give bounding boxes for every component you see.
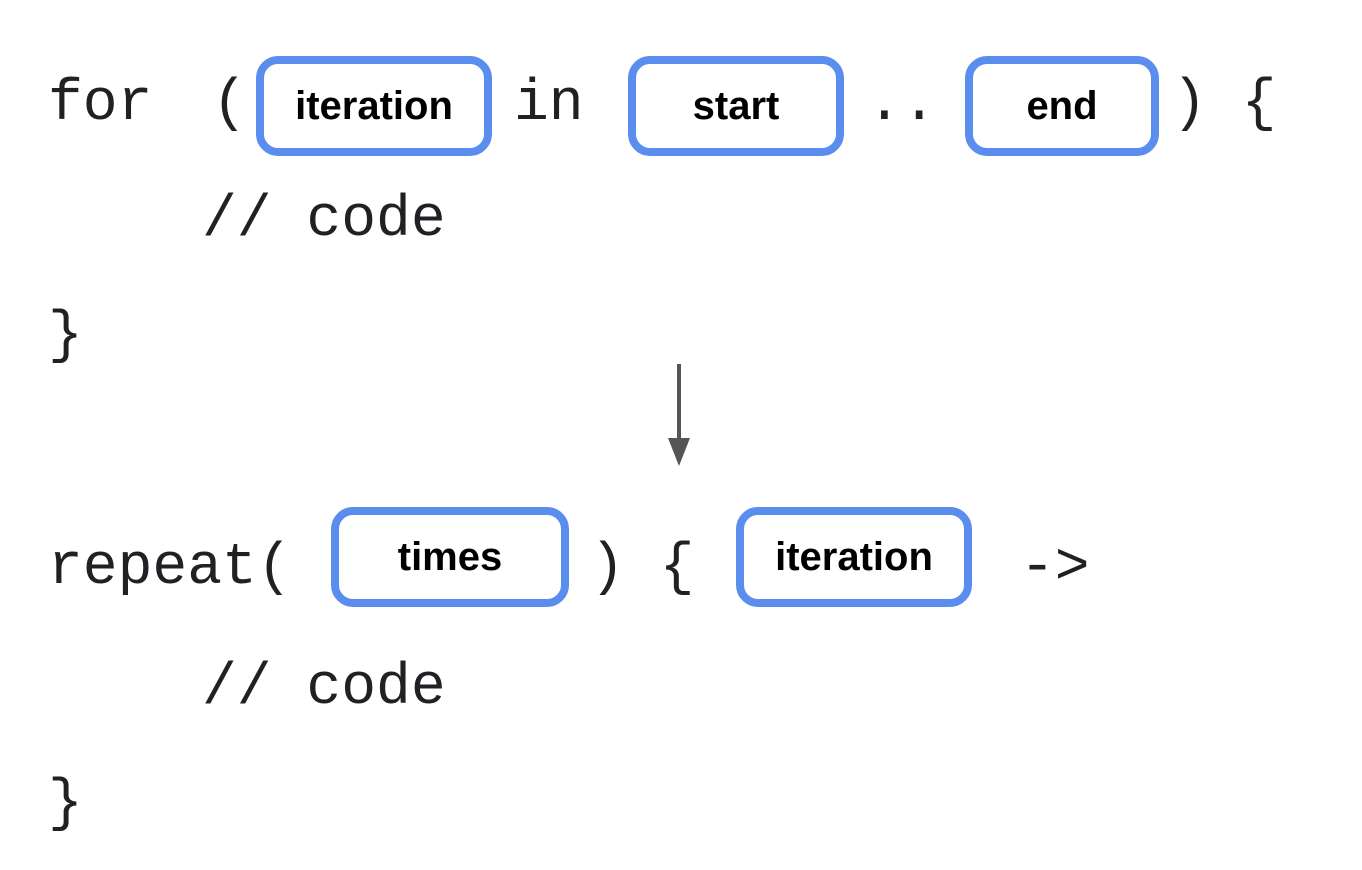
- times-box: times: [331, 507, 569, 607]
- start-label: start: [692, 84, 780, 128]
- for-close-paren-brace: ) {: [1172, 72, 1277, 137]
- repeat-keyword: repeat(: [48, 536, 292, 601]
- repeat-body-comment: // code: [202, 656, 446, 721]
- start-box: start: [628, 56, 844, 156]
- for-keyword: for: [48, 72, 153, 137]
- in-keyword: in: [514, 72, 584, 137]
- end-label: end: [1026, 84, 1098, 128]
- repeat-iteration-label: iteration: [775, 535, 933, 579]
- for-close-brace: }: [48, 304, 83, 369]
- for-iteration-label: iteration: [295, 84, 453, 128]
- repeat-close-brace: }: [48, 772, 83, 837]
- repeat-iteration-box: iteration: [736, 507, 972, 607]
- for-body-comment: // code: [202, 188, 446, 253]
- end-box: end: [965, 56, 1159, 156]
- lambda-arrow: ->: [1020, 536, 1090, 601]
- for-iteration-box: iteration: [256, 56, 492, 156]
- for-open-paren: (: [212, 72, 247, 137]
- repeat-close-paren-brace: ) {: [590, 536, 695, 601]
- times-label: times: [397, 535, 503, 579]
- range-operator: ..: [867, 72, 937, 137]
- arrow-down-icon: [668, 364, 690, 466]
